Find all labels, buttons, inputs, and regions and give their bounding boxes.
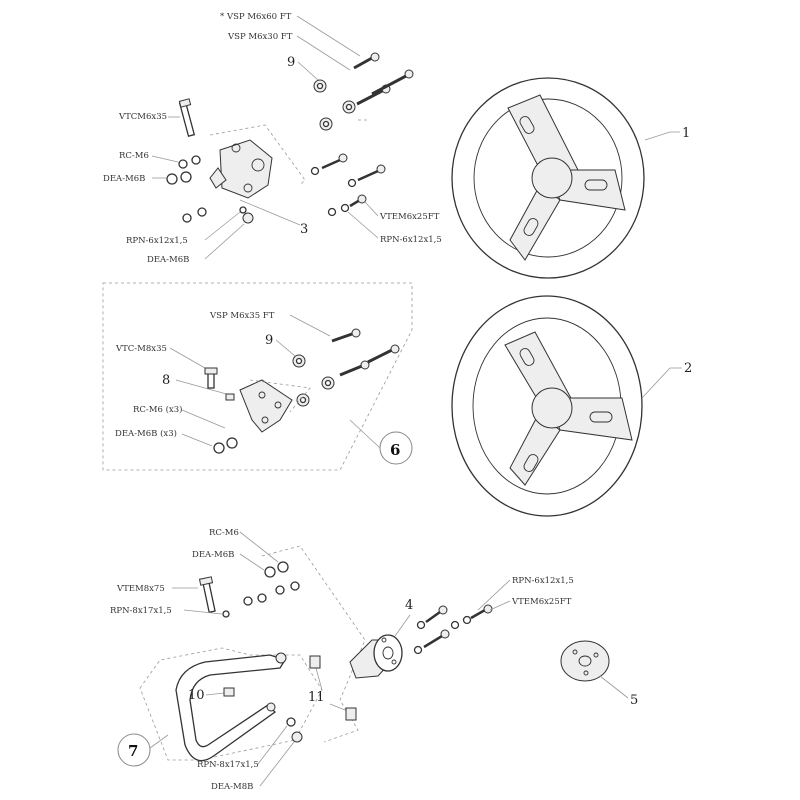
label-rpn-6x12-bottom: RPN-6x12x1,5 xyxy=(512,576,574,586)
washers-left-top xyxy=(166,155,254,224)
callout-6: 6 xyxy=(390,441,400,459)
label-dea-m6b-x3: DEA-M6B (x3) xyxy=(115,428,177,439)
washers-group-6 xyxy=(213,437,238,454)
label-rpn-8x17-top: RPN-8x17x1,5 xyxy=(110,606,172,616)
screws-vtem-bottom xyxy=(413,604,493,655)
label-vsp-m6x35: VSP M6x35 FT xyxy=(209,311,275,321)
callout-10: 10 xyxy=(188,688,205,703)
label-vtem6x25ft-top: VTEM6x25FT xyxy=(379,212,440,222)
nuts-9-mid xyxy=(292,354,335,407)
spacer-10 xyxy=(223,687,235,697)
screws-vtem-top xyxy=(310,153,386,217)
label-dea-m6b-top2: DEA-M6B xyxy=(147,255,189,265)
callout-9-mid: 9 xyxy=(265,333,273,348)
steering-wheel-2 xyxy=(451,295,643,517)
bolt-vtcm6x35 xyxy=(178,98,196,137)
callout-8: 8 xyxy=(162,373,170,388)
washers-bottom xyxy=(243,561,300,606)
steering-wheel-1 xyxy=(451,77,645,279)
group-6-box xyxy=(102,282,413,471)
label-rc-m6-top: RC-M6 xyxy=(119,151,149,161)
screws-vsp-top xyxy=(353,52,414,106)
hub-4 xyxy=(349,634,403,679)
label-vtem8x75: VTEM8x75 xyxy=(116,584,165,594)
hub-adapter-3 xyxy=(209,139,273,199)
bushings-11 xyxy=(309,655,357,721)
label-dea-m6b-bottom: DEA-M6B xyxy=(192,550,234,560)
washers-bottom-2 xyxy=(286,717,303,743)
callout-9-top: 9 xyxy=(287,55,295,70)
bolt-vtem8x75 xyxy=(198,576,216,614)
callout-2: 2 xyxy=(684,361,692,376)
label-rpn-6x12-top-left: RPN-6x12x1,5 xyxy=(126,236,188,246)
label-vtcm6x35: VTCM6x35 xyxy=(118,112,167,122)
hub-5 xyxy=(560,640,610,682)
callout-11: 11 xyxy=(308,690,325,705)
callout-5: 5 xyxy=(630,693,638,708)
callout-7: 7 xyxy=(128,742,138,760)
callout-4: 4 xyxy=(405,598,413,613)
callout-7-circle xyxy=(117,733,151,767)
label-dea-m8b: DEA-M8B xyxy=(211,782,253,792)
label-rpn-8x17-bottom: RPN-8x17x1,5 xyxy=(197,760,259,770)
column-bracket-7 xyxy=(175,652,287,762)
nuts-9-top xyxy=(313,79,356,131)
label-vtc-m8x35: VTC-M8x35 xyxy=(115,344,167,354)
screws-vsp-m6x35 xyxy=(331,328,400,377)
label-rc-m6-bottom: RC-M6 xyxy=(209,528,239,538)
label-rc-m6-x3: RC-M6 (x3) xyxy=(133,404,182,415)
label-rpn-6x12-top-right: RPN-6x12x1,5 xyxy=(380,235,442,245)
label-vtem6x25ft-bottom: VTEM6x25FT xyxy=(511,597,572,607)
label-vsp-m6x60: * VSP M6x60 FT xyxy=(220,12,292,22)
label-dea-m6b-top: DEA-M6B xyxy=(103,174,145,184)
callout-3: 3 xyxy=(300,222,308,237)
bolt-vtc-m8x35 xyxy=(204,367,218,389)
callout-1: 1 xyxy=(682,126,690,141)
bracket-8 xyxy=(225,379,293,433)
label-vsp-m6x30: VSP M6x30 FT xyxy=(227,32,293,42)
